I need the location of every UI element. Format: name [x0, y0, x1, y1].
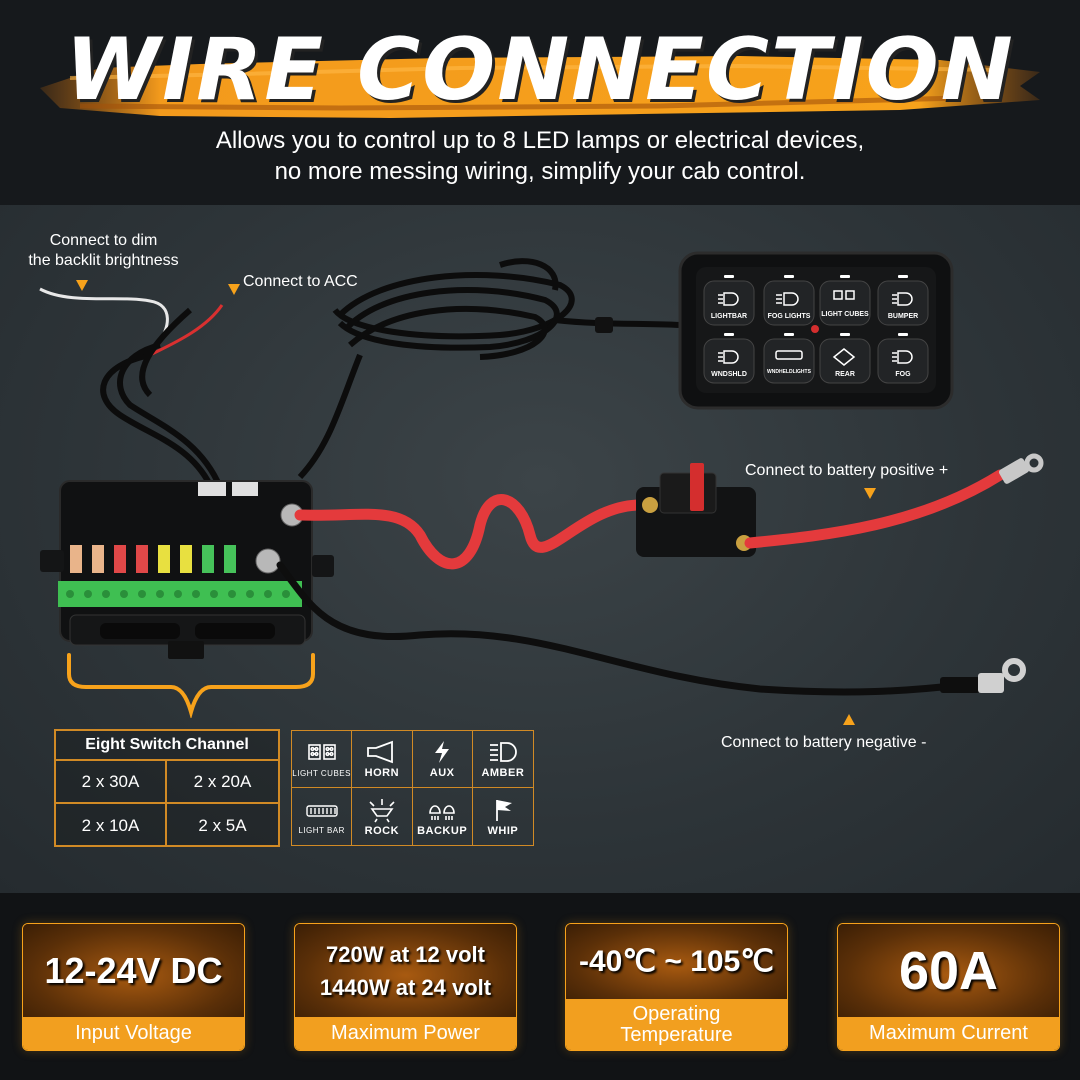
spec-card-input-voltage: 12-24V DC Input Voltage [22, 923, 245, 1051]
spec-value-line-2: 1440W at 24 volt [319, 974, 492, 1000]
spec-value: 12-24V DC [23, 924, 244, 1017]
negative-ring-terminal [940, 658, 1026, 693]
callout-battery-negative: Connect to battery negative - [721, 734, 927, 751]
panel-label-wndheldlights: WNDHELDLIGHTS [767, 369, 811, 375]
icon-label: AUX [429, 767, 455, 779]
panel-label-lightbar: LIGHTBAR [710, 313, 748, 320]
amber-icon [489, 742, 517, 762]
dim-wire [39, 287, 169, 341]
panel-label-light-cubes: LIGHT CUBES [821, 311, 869, 318]
callout-positive-arrow [864, 488, 876, 499]
subtitle-line-1: Allows you to control up to 8 LED lamps … [215, 127, 865, 154]
channel-bracket [67, 653, 315, 718]
callout-acc-arrow [228, 284, 240, 295]
icon-label: LIGHT CUBES [292, 768, 351, 778]
callout-battery-positive: Connect to battery positive + [745, 462, 949, 479]
spec-label: Maximum Current [838, 1017, 1059, 1050]
acc-wire [149, 304, 224, 357]
negative-wire [276, 561, 964, 696]
orange-brush-stroke [40, 56, 1040, 118]
channel-cell: 2 x 20A [167, 761, 278, 804]
icon-cell-horn: HORN [352, 731, 413, 788]
spec-value: -40℃ ~ 105℃ [566, 924, 787, 999]
icon-label: AMBER [481, 767, 525, 779]
callout-negative-arrow [843, 714, 855, 725]
icon-cell-backup: BACKUP [413, 788, 473, 845]
channel-table-grid: 2 x 30A 2 x 20A 2 x 10A 2 x 5A [56, 761, 278, 847]
spec-value: 60A [838, 924, 1059, 1017]
coiled-harness [297, 258, 681, 480]
light-cubes-icon [307, 743, 336, 760]
spec-label: Operating Temperature [566, 999, 787, 1050]
channel-cell: 2 x 5A [198, 815, 247, 835]
callout-dim: Connect to dim the backlit brightness [6, 231, 201, 271]
whip-icon [495, 799, 512, 821]
callout-dim-line-2: the backlit brightness [28, 252, 179, 269]
icon-cell-rock: ROCK [352, 788, 413, 845]
channel-cell: 2 x 10A [56, 804, 167, 847]
callout-acc: Connect to ACC [243, 273, 358, 290]
icon-label: WHIP [487, 824, 519, 837]
channel-table: Eight Switch Channel 2 x 30A 2 x 20A 2 x… [54, 729, 280, 847]
sticker-icon-grid: LIGHT CUBES HORN AUX AMBER LIGHT BAR ROC… [291, 730, 534, 846]
positive-ring-terminal [998, 453, 1044, 484]
spec-label: Maximum Power [295, 1017, 516, 1050]
spec-label: Input Voltage [23, 1017, 244, 1050]
battery-positive-wire [744, 469, 1006, 549]
harness-connector [595, 317, 613, 333]
icon-cell-aux: AUX [412, 731, 473, 788]
icon-cell-light-bar: LIGHT BAR [292, 788, 353, 845]
switch-control-panel [678, 251, 954, 410]
spec-value: 720W at 12 volt 1440W at 24 volt [295, 924, 516, 1017]
icon-label: LIGHT BAR [298, 826, 345, 835]
callout-dim-arrow [76, 280, 88, 291]
fuse-relay-box [40, 480, 334, 659]
spec-card-maximum-power: 720W at 12 volt 1440W at 24 volt Maximum… [294, 923, 517, 1051]
wiring-illustration [39, 251, 1044, 696]
icon-cell-whip: WHIP [473, 788, 533, 845]
page-title: WIRE CONNECTION [65, 20, 1015, 120]
panel-label-bumper: BUMPER [887, 313, 919, 320]
spec-card-maximum-current: 60A Maximum Current [837, 923, 1060, 1051]
horn-icon [366, 740, 393, 764]
panel-label-fog-lights: FOG LIGHTS [767, 313, 811, 320]
channel-cell: 2 x 30A [56, 761, 167, 804]
icon-label: HORN [364, 767, 400, 779]
backup-icon [429, 804, 455, 820]
icon-label: ROCK [364, 824, 400, 837]
spec-label-line-2: Temperature [620, 1023, 733, 1046]
subtitle: Allows you to control up to 8 LED lamps … [0, 125, 1080, 187]
channel-table-title: Eight Switch Channel [56, 731, 278, 761]
spec-value-line-1: 720W at 12 volt [326, 941, 485, 967]
icon-cell-amber: AMBER [472, 731, 533, 788]
spec-label-line-1: Operating [632, 1002, 721, 1025]
icon-label: BACKUP [417, 824, 468, 837]
header: WIRE CONNECTION Allows you to control up… [0, 0, 1080, 205]
aux-icon [435, 741, 450, 763]
panel-label-rear: REAR [835, 371, 855, 378]
positive-wire [294, 494, 646, 570]
panel-label-fog: FOG [895, 371, 911, 378]
icon-cell-light-cubes: LIGHT CUBES [292, 731, 353, 788]
spec-card-operating-temperature: -40℃ ~ 105℃ Operating Temperature [565, 923, 788, 1051]
left-harness [100, 307, 223, 489]
circuit-breaker [636, 463, 756, 557]
subtitle-line-2: no more messing wiring, simplify your ca… [274, 158, 806, 185]
rock-icon [369, 798, 395, 822]
light-bar-icon [305, 805, 338, 817]
callout-dim-line-1: Connect to dim [49, 232, 158, 249]
panel-label-wndshld: WNDSHLD [711, 371, 747, 378]
